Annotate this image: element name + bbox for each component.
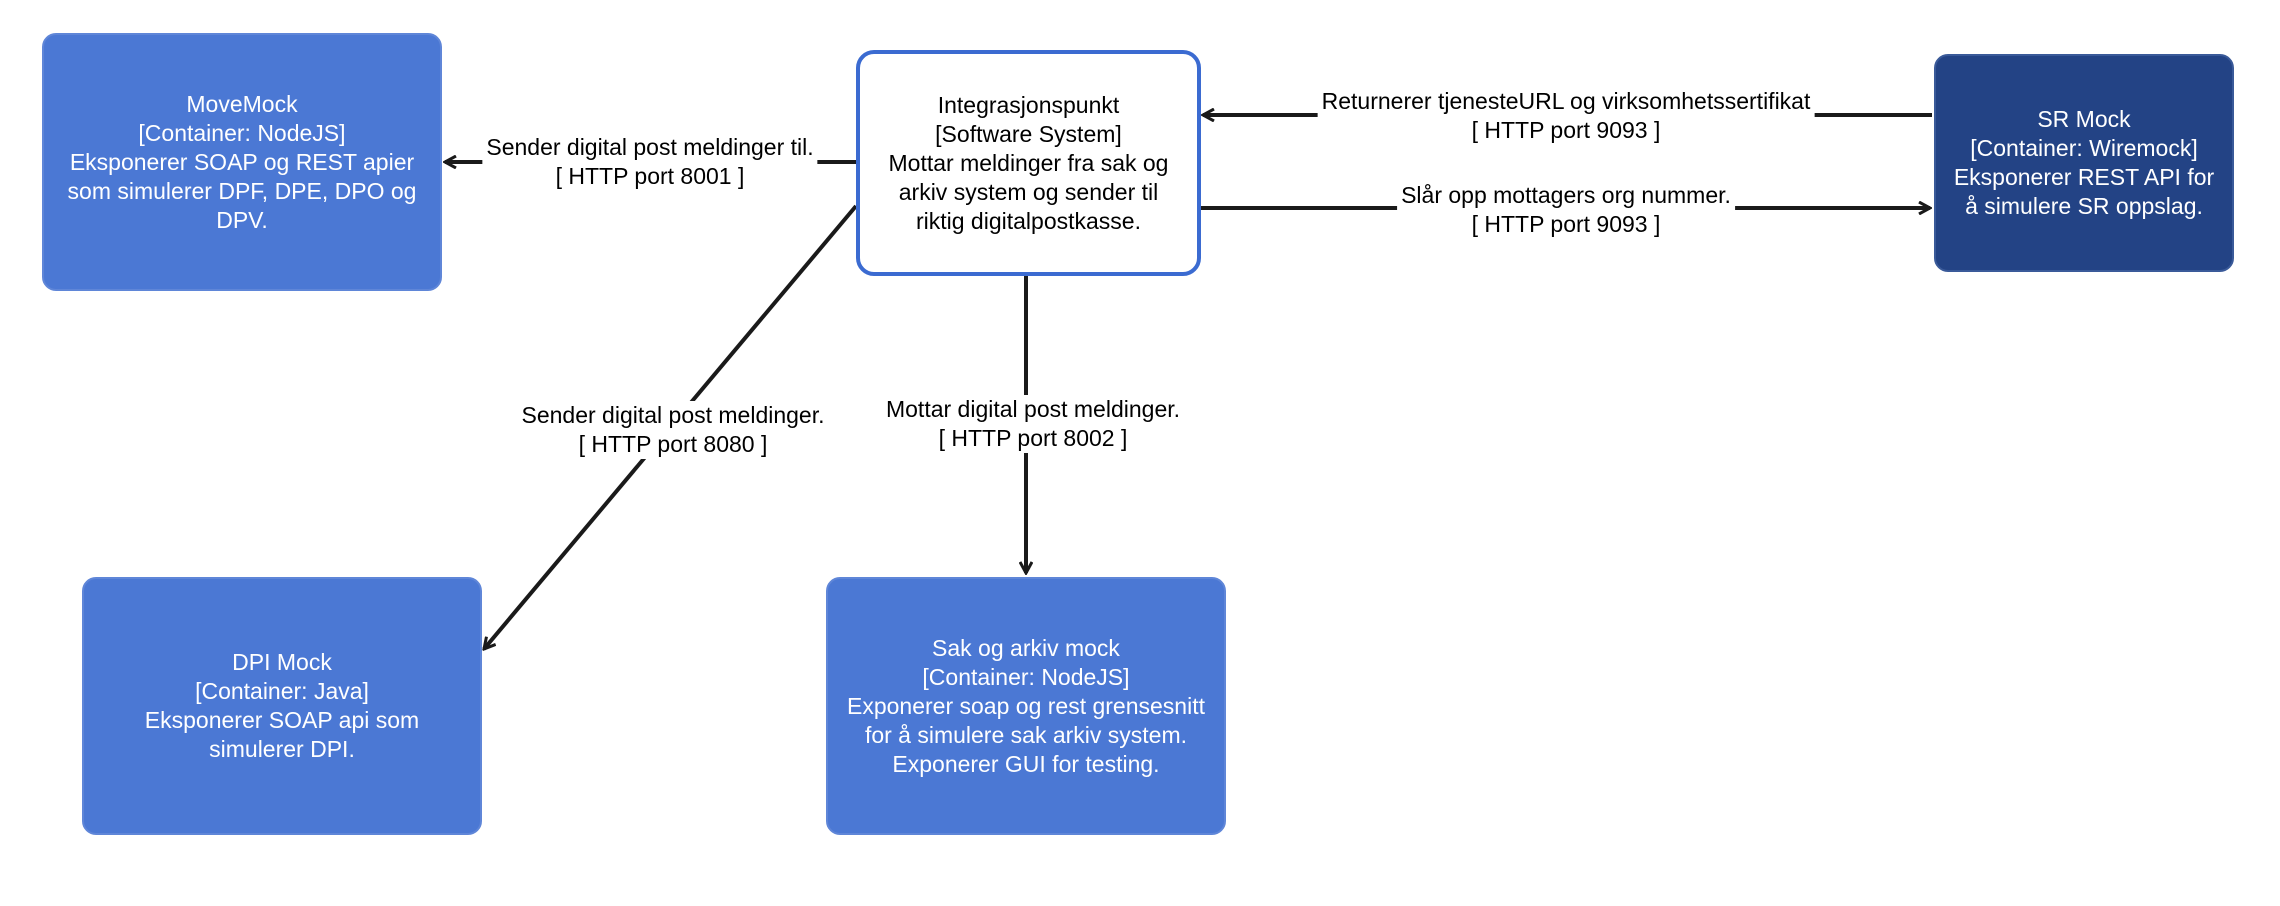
edge-label-to-dpimock-tech: [ HTTP port 8080 ] bbox=[578, 431, 768, 457]
node-integrasjonspunkt-desc-1: Mottar meldinger fra sak og bbox=[888, 149, 1169, 176]
node-srmock-tech: [Container: Wiremock] bbox=[1970, 135, 2198, 161]
node-movemock-desc-1: Eksponerer SOAP og REST apier bbox=[69, 148, 415, 175]
node-srmock-desc-2: å simulere SR oppslag. bbox=[1965, 193, 2203, 219]
node-movemock-tech: [Container: NodeJS] bbox=[138, 119, 346, 146]
node-movemock[interactable]: MoveMock [Container: NodeJS] Eksponerer … bbox=[42, 33, 442, 291]
node-dpimock-desc-1: Eksponerer SOAP api som bbox=[144, 707, 420, 733]
node-srmock-desc-1: Eksponerer REST API for bbox=[1953, 164, 2215, 190]
edge-label-to-movemock: Sender digital post meldinger til. [ HTT… bbox=[482, 133, 818, 191]
node-integrasjonspunkt-desc-3: riktig digitalpostkasse. bbox=[915, 207, 1141, 234]
edge-label-from-srmock-text: Returnerer tjenesteURL og virksomhetsser… bbox=[1321, 88, 1811, 114]
edge-label-from-srmock: Returnerer tjenesteURL og virksomhetsser… bbox=[1317, 87, 1815, 145]
node-saksmock-tech: [Container: NodeJS] bbox=[922, 663, 1130, 690]
edge-label-to-dpimock-text: Sender digital post meldinger. bbox=[521, 402, 825, 428]
edge-label-to-saksmock-tech: [ HTTP port 8002 ] bbox=[938, 425, 1128, 451]
node-saksmock-desc-2: for å simulere sak arkiv system. bbox=[864, 721, 1188, 748]
node-saksmock[interactable]: Sak og arkiv mock [Container: NodeJS] Ex… bbox=[826, 577, 1226, 835]
node-movemock-name: MoveMock bbox=[186, 90, 298, 117]
edge-label-to-dpimock: Sender digital post meldinger. [ HTTP po… bbox=[517, 401, 829, 459]
node-saksmock-desc-1: Exponerer soap og rest grensesnitt bbox=[847, 692, 1205, 719]
node-integrasjonspunkt-desc-2: arkiv system og sender til bbox=[898, 178, 1159, 205]
edge-label-to-srmock-text: Slår opp mottagers org nummer. bbox=[1401, 182, 1731, 208]
edge-label-to-movemock-text: Sender digital post meldinger til. bbox=[486, 134, 814, 160]
node-integrasjonspunkt-tech: [Software System] bbox=[935, 120, 1122, 147]
edge-label-from-srmock-tech: [ HTTP port 9093 ] bbox=[1471, 117, 1661, 143]
node-dpimock-name: DPI Mock bbox=[232, 649, 332, 675]
node-dpimock-tech: [Container: Java] bbox=[195, 678, 369, 704]
node-movemock-desc-3: DPV. bbox=[216, 206, 268, 233]
edge-label-to-srmock: Slår opp mottagers org nummer. [ HTTP po… bbox=[1397, 181, 1735, 239]
edge-label-to-saksmock: Mottar digital post meldinger. [ HTTP po… bbox=[881, 395, 1185, 453]
node-dpimock[interactable]: DPI Mock [Container: Java] Eksponerer SO… bbox=[82, 577, 482, 835]
node-saksmock-desc-3: Exponerer GUI for testing. bbox=[892, 750, 1160, 777]
node-saksmock-name: Sak og arkiv mock bbox=[932, 634, 1120, 661]
edge-label-to-saksmock-text: Mottar digital post meldinger. bbox=[885, 396, 1181, 422]
node-movemock-desc-2: som simulerer DPF, DPE, DPO og bbox=[67, 177, 417, 204]
node-srmock-name: SR Mock bbox=[2037, 106, 2131, 132]
node-integrasjonspunkt[interactable]: Integrasjonspunkt [Software System] Mott… bbox=[856, 50, 1201, 276]
node-integrasjonspunkt-name: Integrasjonspunkt bbox=[937, 91, 1120, 118]
edge-label-to-movemock-tech: [ HTTP port 8001 ] bbox=[555, 163, 745, 189]
node-srmock[interactable]: SR Mock [Container: Wiremock] Eksponerer… bbox=[1934, 54, 2234, 272]
node-dpimock-desc-2: simulerer DPI. bbox=[209, 736, 355, 762]
edge-label-to-srmock-tech: [ HTTP port 9093 ] bbox=[1471, 211, 1661, 237]
